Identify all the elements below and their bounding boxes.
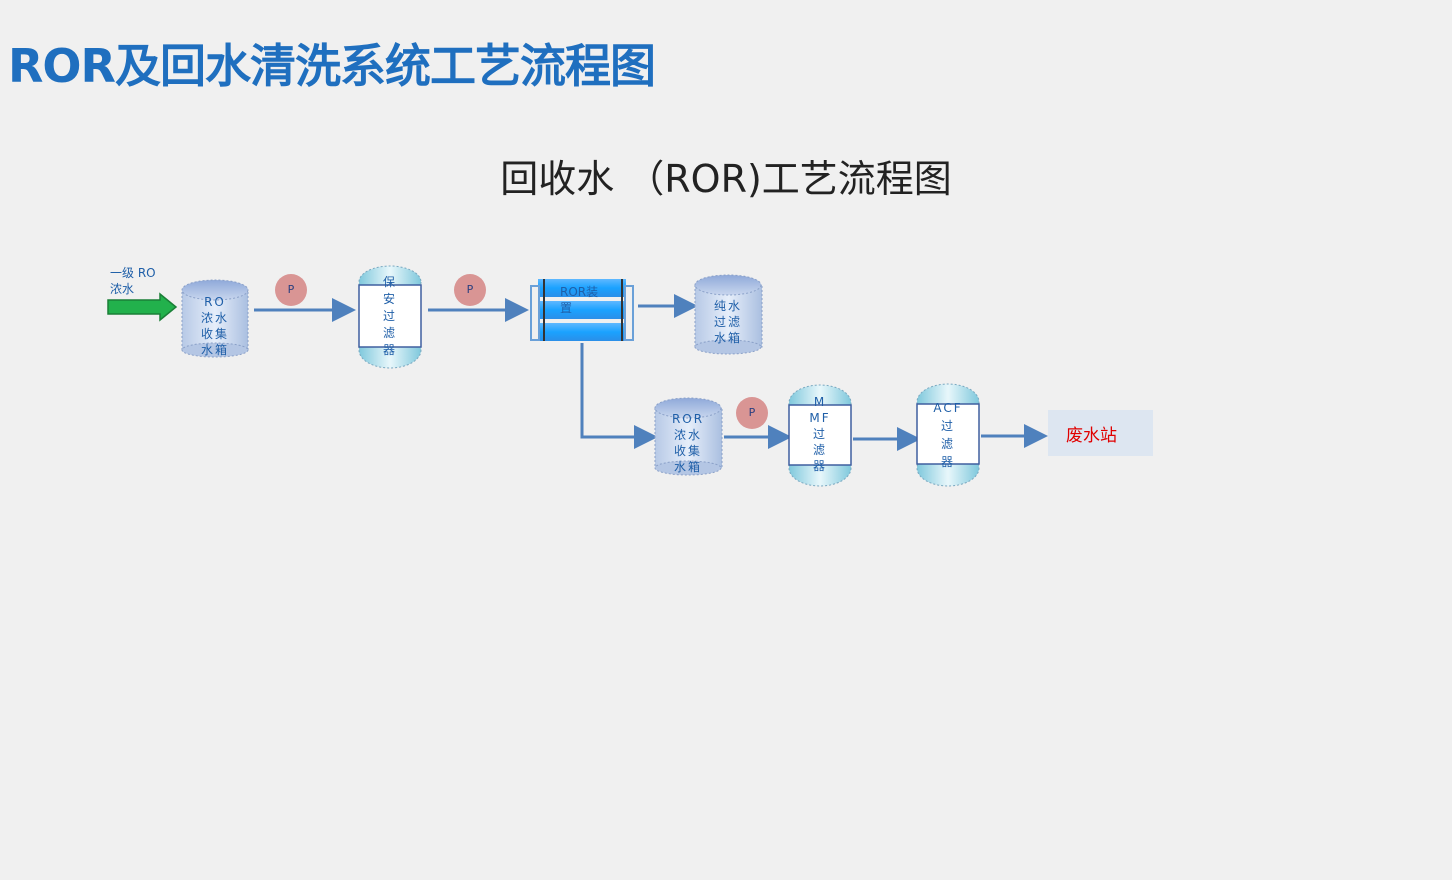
security-filter-label: 保 安 过 滤 器 <box>382 275 397 357</box>
mmf-filter <box>788 384 852 487</box>
pure-tank-label: 纯水 过滤 水箱 <box>713 299 742 345</box>
pump-label: P <box>287 283 295 296</box>
ror-device-label: ROR装 置 <box>560 285 599 315</box>
ror-tank-label: ROR 浓水 收集 水箱 <box>671 412 705 474</box>
ror-collection-tank <box>654 397 723 476</box>
flow-arrow-4 <box>580 343 658 449</box>
pump-icon <box>275 274 307 306</box>
ro-tank-label: RO 浓水 收集 水箱 <box>200 295 229 357</box>
pump-label: P <box>466 283 474 296</box>
acf-filter <box>916 383 980 487</box>
acf-filter-label: ACF 过 滤 器 <box>933 401 963 469</box>
pump-icon <box>736 397 768 429</box>
ro-collection-tank <box>181 279 249 358</box>
waste-station-label: 废水站 <box>1066 426 1117 446</box>
security-filter <box>358 265 422 369</box>
pump-icon <box>454 274 486 306</box>
page-title: ROR及回水清洗系统工艺流程图 <box>8 39 656 93</box>
input-arrow <box>107 292 178 322</box>
ror-device <box>530 279 634 341</box>
diagram-title: 回收水 （ROR)工艺流程图 <box>500 157 952 201</box>
pure-water-tank <box>694 274 763 355</box>
waste-station-box <box>1048 410 1153 456</box>
mmf-filter-label: M MF 过 滤 器 <box>809 395 831 473</box>
pump-label: P <box>748 406 756 419</box>
input-label: 一级 RO 浓水 <box>110 266 156 296</box>
